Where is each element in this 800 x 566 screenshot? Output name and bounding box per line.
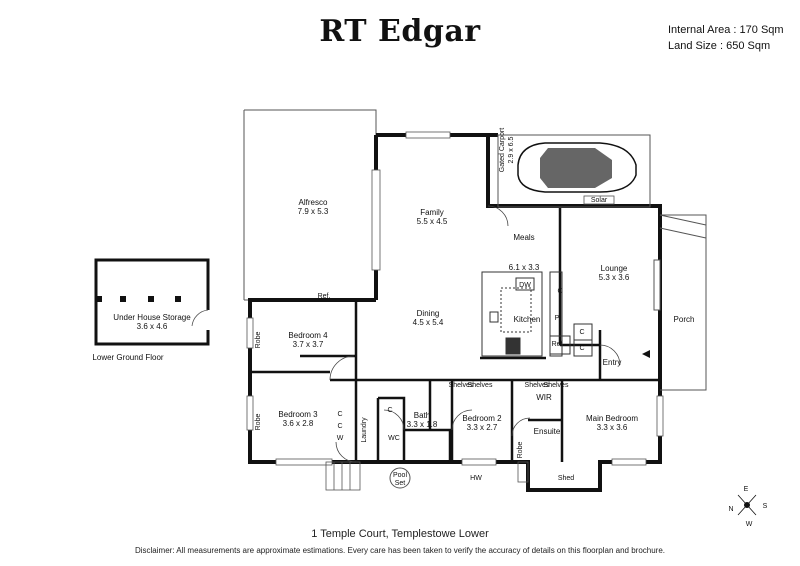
robe-bedroom4: Robe bbox=[255, 332, 262, 349]
lower-ground-label: Lower Ground Floor bbox=[92, 353, 163, 362]
dw-label: DW bbox=[519, 282, 531, 289]
family-dims: 5.5 x 4.5 bbox=[417, 217, 448, 226]
carport-label: Gated Carport bbox=[499, 128, 506, 172]
area-info: Internal Area : 170 Sqm Land Size : 650 … bbox=[668, 22, 784, 54]
shelves-label-2: Shelves bbox=[468, 382, 493, 389]
shelves-label-3: Shelves bbox=[525, 382, 550, 389]
lounge-label: Lounge bbox=[601, 264, 628, 273]
pool-set-marker bbox=[389, 467, 411, 489]
bedroom2-dims: 3.3 x 2.7 bbox=[467, 423, 498, 432]
main-bedroom-dims: 3.3 x 3.6 bbox=[597, 423, 628, 432]
under-house-label: Under House Storage bbox=[113, 313, 191, 322]
compass-n: N bbox=[728, 506, 733, 513]
disclaimer-text: Disclaimer: All measurements are approxi… bbox=[134, 546, 666, 555]
dining-label: Dining bbox=[417, 309, 440, 318]
bath-dims: 3.3 x 1.8 bbox=[407, 420, 438, 429]
compass-w: W bbox=[746, 521, 753, 528]
ensuite-label: Ensuite bbox=[534, 427, 561, 436]
door-swings bbox=[329, 205, 621, 463]
land-size: Land Size : 650 Sqm bbox=[668, 40, 771, 52]
c-label-4: C bbox=[337, 411, 342, 418]
internal-area: Internal Area : 170 Sqm bbox=[668, 24, 784, 36]
c-label-5: C bbox=[337, 423, 342, 430]
shelves-label-4: Shelves bbox=[544, 382, 569, 389]
compass-e: E bbox=[744, 486, 749, 493]
c-label-2: C bbox=[579, 329, 584, 336]
bedroom3-label: Bedroom 3 bbox=[278, 410, 318, 419]
porch-label: Porch bbox=[674, 315, 695, 324]
lounge-dims: 5.3 x 3.6 bbox=[599, 273, 630, 282]
windows bbox=[246, 131, 664, 466]
bedroom4-dims: 3.7 x 3.7 bbox=[293, 340, 324, 349]
c-label-6: C bbox=[387, 407, 392, 414]
bedroom2-label: Bedroom 2 bbox=[462, 414, 502, 423]
meals-label: Meals bbox=[513, 233, 534, 242]
pool-label: Pool bbox=[393, 472, 407, 479]
wir-label: WIR bbox=[536, 393, 552, 402]
kitchen-fittings bbox=[481, 271, 593, 357]
ref-label-2: Ref. bbox=[552, 341, 565, 348]
under-house-dims: 3.6 x 4.6 bbox=[137, 322, 168, 331]
property-address: 1 Temple Court, Templestowe Lower bbox=[311, 528, 489, 540]
entry-label: Entry bbox=[603, 358, 622, 367]
bedroom4-label: Bedroom 4 bbox=[288, 331, 328, 340]
shed-label: Shed bbox=[558, 475, 574, 482]
carport-dims: 2.9 x 6.5 bbox=[508, 136, 515, 163]
set-label: Set bbox=[395, 480, 406, 487]
kitchen-label: Kitchen bbox=[514, 315, 541, 324]
solar-label: Solar bbox=[591, 197, 608, 204]
interior-walls bbox=[250, 206, 660, 462]
steps bbox=[325, 461, 529, 491]
porch bbox=[653, 214, 707, 391]
bath-label: Bath bbox=[414, 411, 430, 420]
brand-logo: RT Edgar bbox=[319, 14, 481, 49]
exterior-walls bbox=[248, 133, 662, 492]
compass: E S N W bbox=[728, 486, 767, 528]
kitchen-dims: 6.1 x 3.3 bbox=[509, 263, 540, 272]
robe-bedroom3: Robe bbox=[255, 414, 262, 431]
robe-ensuite: Robe bbox=[517, 442, 524, 459]
c-label-3: C bbox=[579, 345, 584, 352]
bedroom3-dims: 3.6 x 2.8 bbox=[283, 419, 314, 428]
alfresco-label: Alfresco bbox=[299, 198, 328, 207]
alfresco-dims: 7.9 x 5.3 bbox=[298, 207, 329, 216]
w-label: W bbox=[337, 435, 344, 442]
c-label-1: C bbox=[557, 288, 562, 295]
dining-dims: 4.5 x 5.4 bbox=[413, 318, 444, 327]
under-house-storage bbox=[94, 258, 211, 346]
family-label: Family bbox=[420, 208, 444, 217]
p-label: P bbox=[555, 315, 560, 322]
carport-car bbox=[497, 134, 651, 208]
wc-label: WC bbox=[388, 435, 400, 442]
shelves-label-1: Shelves bbox=[449, 382, 474, 389]
main-bedroom-label: Main Bedroom bbox=[586, 414, 638, 423]
laundry-label: Laundry bbox=[361, 417, 368, 443]
compass-s: S bbox=[763, 503, 768, 510]
entry-arrow bbox=[642, 350, 650, 358]
hw-label: HW bbox=[470, 475, 482, 482]
ref-label-1: Ref. bbox=[318, 293, 331, 300]
